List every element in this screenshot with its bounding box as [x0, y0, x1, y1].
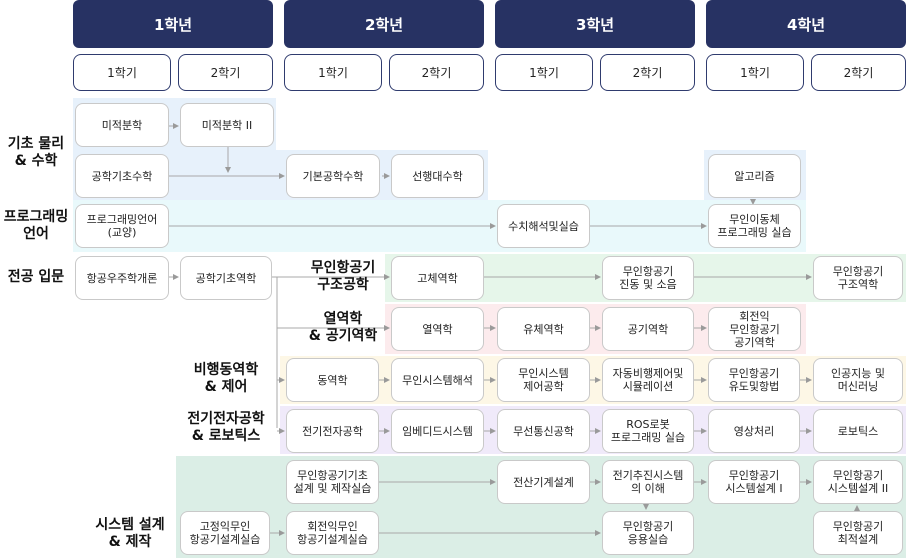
course-node[interactable]: 전기전자공학 [286, 409, 379, 453]
course-node[interactable]: 무인항공기 유도및항법 [708, 358, 800, 402]
course-node[interactable]: 프로그래밍언어 (교양) [75, 204, 169, 248]
course-node[interactable]: 회전익 무인항공기 공기역학 [708, 307, 801, 351]
course-node[interactable]: 임베디드시스템 [391, 409, 484, 453]
semester-header: 1학기 [495, 54, 593, 91]
course-node[interactable]: 로보틱스 [813, 409, 903, 453]
course-node[interactable]: 영상처리 [708, 409, 800, 453]
category-basic-math: 기초 물리 & 수학 [7, 136, 65, 169]
course-node[interactable]: 무인항공기 시스템설계 II [813, 460, 903, 504]
course-node[interactable]: 무인항공기 진동 및 소음 [602, 256, 694, 300]
course-node[interactable]: 무인항공기기초 설계 및 제작실습 [286, 460, 379, 504]
course-node[interactable]: 열역학 [391, 307, 484, 351]
course-node[interactable]: 자동비행제어및 시뮬레이션 [602, 358, 694, 402]
course-node[interactable]: 미적분학 II [180, 103, 274, 147]
course-node[interactable]: 고정익무인 항공기설계실습 [180, 511, 270, 555]
category-system: 시스템 설계 & 제작 [95, 517, 165, 550]
semester-header: 2학기 [600, 54, 695, 91]
course-node[interactable]: 무인항공기 응용실습 [602, 511, 694, 555]
course-node[interactable]: 공학기초수학 [75, 154, 169, 198]
category-intro: 전공 입문 [7, 269, 65, 285]
course-node[interactable]: 무인이동체 프로그래밍 실습 [708, 204, 801, 248]
category-thermo: 열역학 & 공기역학 [308, 311, 378, 344]
year-header-2: 2학년 [284, 0, 484, 48]
semester-header: 2학기 [178, 54, 273, 91]
course-node[interactable]: 유체역학 [497, 307, 590, 351]
course-node[interactable]: 항공우주학개론 [75, 256, 169, 300]
course-node[interactable]: 기본공학수학 [286, 154, 380, 198]
year-header-4: 4학년 [706, 0, 906, 48]
course-node[interactable]: 미적분학 [75, 103, 169, 147]
category-programming: 프로그래밍 언어 [3, 209, 69, 242]
course-node[interactable]: 공기역학 [602, 307, 694, 351]
year-header-3: 3학년 [495, 0, 695, 48]
semester-header: 2학기 [389, 54, 484, 91]
course-node[interactable]: 무인시스템 제어공학 [497, 358, 590, 402]
course-node[interactable]: 공학기초역학 [180, 256, 272, 300]
category-structure: 무인항공기 구조공학 [310, 260, 376, 293]
course-node[interactable]: 무인항공기 구조역학 [813, 256, 903, 300]
semester-header: 1학기 [73, 54, 171, 91]
course-node[interactable]: 전산기계설계 [497, 460, 590, 504]
course-node[interactable]: ROS로봇 프로그래밍 실습 [602, 409, 694, 453]
course-node[interactable]: 동역학 [286, 358, 379, 402]
course-node[interactable]: 무인시스템해석 [391, 358, 484, 402]
semester-header: 1학기 [706, 54, 804, 91]
course-node[interactable]: 인공지능 및 머신러닝 [813, 358, 903, 402]
course-node[interactable]: 알고리즘 [708, 154, 801, 198]
course-node[interactable]: 전기추진시스템 의 이해 [602, 460, 694, 504]
category-robotics: 전기전자공학 & 로보틱스 [187, 411, 265, 444]
course-node[interactable]: 고체역학 [391, 256, 484, 300]
course-node[interactable]: 회전익무인 항공기설계실습 [286, 511, 379, 555]
course-node[interactable]: 선행대수학 [391, 154, 484, 198]
course-node[interactable]: 수치해석및실습 [497, 204, 590, 248]
category-control: 비행동역학 & 제어 [193, 362, 259, 395]
semester-header: 1학기 [284, 54, 382, 91]
course-node[interactable]: 무인항공기 시스템설계 I [708, 460, 800, 504]
year-header-1: 1학년 [73, 0, 273, 48]
semester-header: 2학기 [811, 54, 906, 91]
course-node[interactable]: 무인항공기 최적설계 [813, 511, 903, 555]
course-node[interactable]: 무선통신공학 [497, 409, 590, 453]
